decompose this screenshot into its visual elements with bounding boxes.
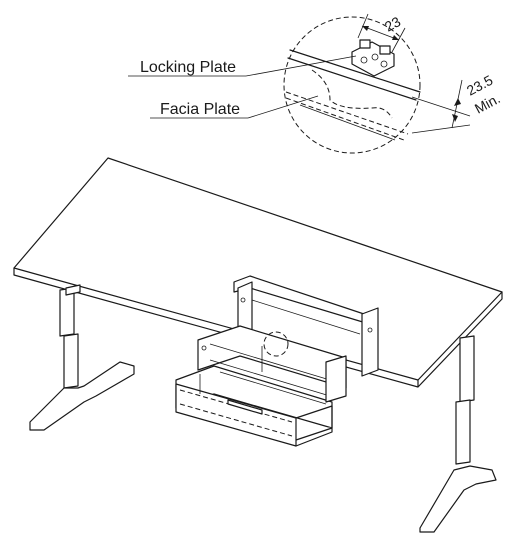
facia-plate-callout: Facia Plate <box>150 95 319 119</box>
detail-circle <box>283 16 421 154</box>
locking-plate-callout: Locking Plate <box>128 55 357 77</box>
dimension-23-5-min: 23.5 Min. <box>411 72 503 134</box>
locking-plate-part <box>351 39 395 77</box>
locking-plate-label: Locking Plate <box>140 59 236 76</box>
right-leg <box>419 335 497 533</box>
drawer-handle <box>227 399 263 415</box>
left-leg <box>29 284 135 431</box>
facia-plate-label: Facia Plate <box>160 101 240 118</box>
detail-view: 23 23.5 Min. <box>283 13 503 154</box>
drawer-unit <box>175 275 379 447</box>
dimension-width-label: 23 <box>382 13 403 35</box>
desk <box>13 157 503 533</box>
dimension-23: 23 <box>357 13 406 53</box>
drawer-detail-circle <box>263 331 289 357</box>
desktop-edge <box>13 267 503 388</box>
